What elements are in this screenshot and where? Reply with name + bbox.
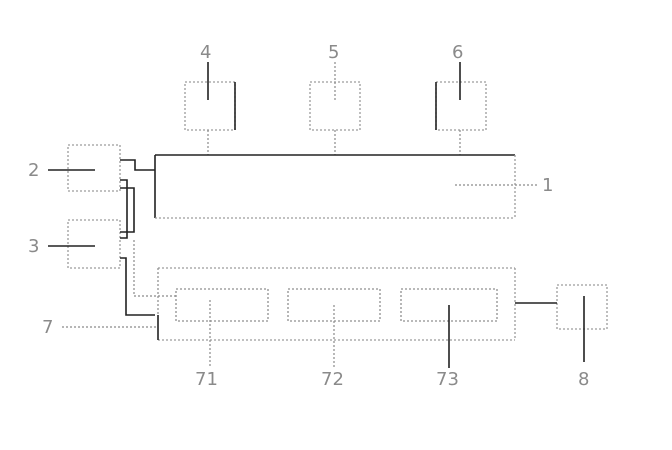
- connector-3-to-2: [120, 187, 135, 233]
- component-71: 71: [175, 288, 269, 390]
- label-2: 2: [28, 160, 39, 181]
- connector-3-to-7: [120, 257, 155, 316]
- component-2: 2: [28, 144, 121, 192]
- component-5-box: [309, 81, 361, 131]
- component-5: 5: [309, 42, 361, 155]
- label-1: 1: [542, 175, 553, 196]
- component-8-box: [556, 284, 608, 330]
- component-8: 8: [515, 284, 608, 390]
- connector-2-to-1: [120, 159, 155, 171]
- label-8: 8: [578, 369, 589, 390]
- label-3: 3: [28, 236, 39, 257]
- component-3: 3: [28, 219, 121, 269]
- component-1: 1: [154, 154, 553, 219]
- component-6: 6: [435, 42, 487, 155]
- label-72: 72: [321, 369, 344, 390]
- label-71: 71: [195, 369, 218, 390]
- label-6: 6: [452, 42, 463, 63]
- component-72: 72: [287, 288, 381, 390]
- label-73: 73: [436, 369, 459, 390]
- component-2-box: [67, 144, 121, 192]
- component-7: 7: [42, 267, 516, 341]
- component-3-box: [67, 219, 121, 269]
- connector-to-71: [133, 240, 176, 297]
- connector-2-to-3: [120, 179, 128, 239]
- component-71-box: [175, 288, 269, 322]
- label-7: 7: [42, 317, 53, 338]
- label-4: 4: [200, 42, 211, 63]
- label-5: 5: [328, 42, 339, 63]
- component-6-box: [435, 81, 487, 131]
- connectors: [120, 159, 176, 316]
- component-4-box: [184, 81, 236, 131]
- component-73: 73: [400, 288, 498, 390]
- component-4: 4: [184, 42, 236, 155]
